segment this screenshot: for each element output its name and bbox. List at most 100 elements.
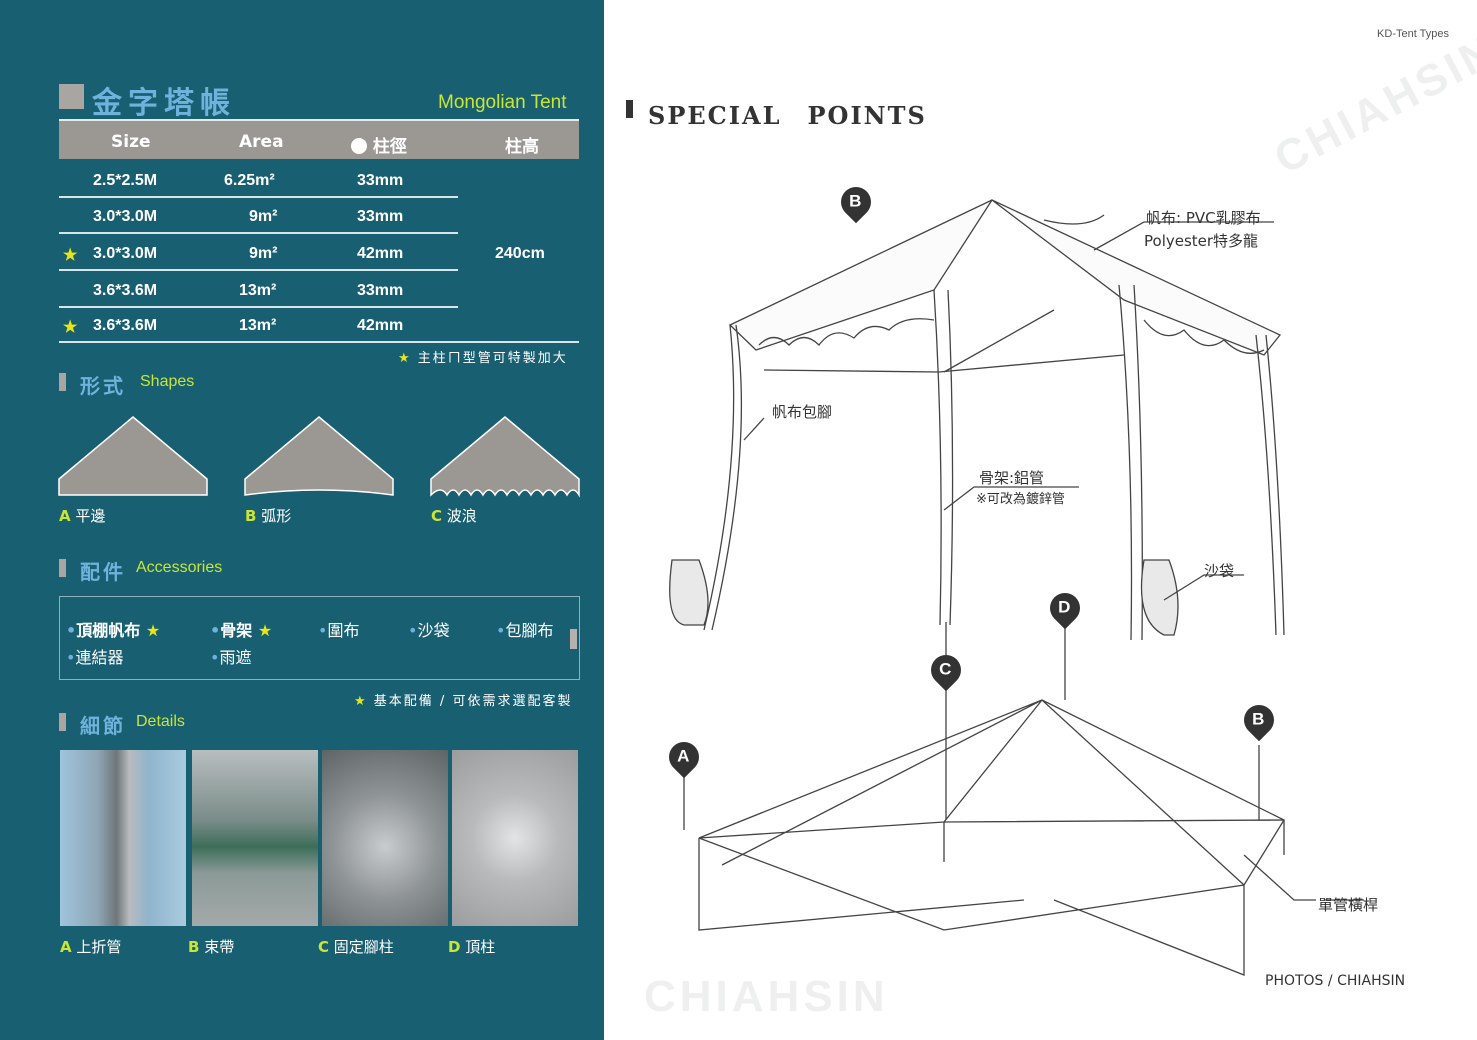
letter: B: [245, 507, 257, 525]
detail-photo-b: [192, 750, 318, 926]
cell-area: 13m²: [239, 282, 277, 299]
detail-label-c: C 固定腳柱: [318, 936, 394, 957]
accessory-item: •雨遮: [210, 648, 252, 667]
cell-size: 3.6*3.6M: [93, 317, 158, 334]
accessories-heading: 配件: [80, 560, 126, 584]
letter: C: [318, 938, 330, 956]
letter: A: [59, 507, 71, 525]
label-skirt: 帆布包腳: [772, 403, 833, 421]
left-panel: 金字塔帳 Mongolian Tent Size Area 柱徑 柱高 2.5*…: [0, 0, 604, 1040]
shape-label-a: A 平邊: [59, 505, 105, 526]
shape-label-b: B 弧形: [245, 505, 291, 526]
label: 沙袋: [417, 621, 450, 640]
shape-wave: [430, 416, 580, 498]
section-marker: [59, 713, 66, 731]
shape-flat: [58, 416, 208, 496]
label-crossbar: 單管橫桿: [1318, 896, 1379, 914]
star-icon: ★: [63, 319, 78, 336]
accessories-note-text: 基本配備 / 可依需求選配客製: [373, 694, 573, 709]
spec-table-header: Size Area 柱徑 柱高: [59, 119, 579, 159]
photo-credit: PHOTOS / CHIAHSIN: [1265, 973, 1406, 989]
table-note-text: 主柱ㄇ型管可特製加大: [417, 351, 568, 366]
label: 平邊: [75, 507, 106, 525]
detail-photo-a: [60, 750, 186, 926]
section-marker: [626, 100, 633, 118]
accessories-heading-en: Accessories: [136, 559, 223, 576]
details-heading: 細節: [80, 714, 126, 738]
label: 頂棚帆布: [76, 621, 141, 640]
cell-size: 2.5*2.5M: [93, 172, 158, 189]
circle-icon: [351, 138, 367, 154]
accessories-box: •頂棚帆布 ★ •骨架 ★ •圍布 •沙袋 •包腳布 •連結器 •雨遮: [59, 596, 580, 680]
accessory-item: •圍布: [318, 621, 360, 640]
scroll-marker: [570, 629, 577, 649]
star-icon: ★: [63, 247, 78, 264]
cell-area: 9m²: [249, 208, 278, 225]
title-marker: [59, 84, 84, 109]
pin-letter: B: [1252, 709, 1265, 729]
accessory-item: •包腳布: [496, 621, 554, 640]
th-size: Size: [111, 132, 151, 152]
page-title: 金字塔帳: [92, 86, 236, 121]
letter: B: [188, 938, 200, 956]
cell-area: 9m²: [249, 245, 278, 262]
pin-letter: B: [849, 191, 862, 211]
tent-drawing: [669, 199, 1285, 641]
label-canvas-material-2: Polyester特多龍: [1144, 232, 1259, 250]
cell-diameter: 42mm: [357, 317, 404, 334]
corner-label: KD-Tent Types: [1377, 28, 1449, 40]
cell-size: 3.6*3.6M: [93, 282, 158, 299]
shape-diagrams: [58, 416, 580, 498]
shape-label-c: C 波浪: [431, 505, 477, 526]
detail-photo-d: [452, 750, 578, 926]
cell-area: 6.25m²: [224, 172, 275, 189]
label: 包腳布: [505, 621, 554, 640]
table-row: ★ 3.6*3.6M 13m² 42mm: [59, 307, 579, 343]
label: 上折管: [76, 938, 122, 956]
label-frame: 骨架:鋁管: [979, 469, 1045, 487]
watermark-text: CHIAHSIN: [644, 972, 889, 1021]
pin-letter: D: [1058, 597, 1071, 617]
right-panel: KD-Tent Types SPECIAL POINTS CHIAHSIN CH…: [604, 0, 1477, 1040]
cell-area: 13m²: [239, 317, 277, 334]
label-canvas-material: 帆布: PVC乳膠布: [1146, 209, 1261, 227]
label: 圍布: [327, 621, 360, 640]
section-marker: [59, 559, 66, 577]
shapes-heading-en: Shapes: [140, 373, 195, 390]
tent-illustrations: [669, 199, 1364, 976]
cell-diameter: 33mm: [357, 208, 404, 225]
detail-label-d: D 頂柱: [448, 936, 495, 957]
label: 弧形: [261, 507, 292, 525]
details-heading-en: Details: [136, 713, 185, 730]
label: 雨遮: [219, 648, 252, 667]
th-area: Area: [239, 132, 284, 152]
star-icon: ★: [257, 621, 273, 640]
accessory-item: •沙袋: [408, 621, 450, 640]
label: 頂柱: [465, 938, 496, 956]
detail-label-b: B 束帶: [188, 936, 234, 957]
frame-drawing: [683, 622, 1364, 976]
cell-size: 3.0*3.0M: [93, 245, 158, 262]
watermark: CHIAHSIN: [644, 972, 889, 1022]
label: 波浪: [446, 507, 477, 525]
letter: A: [60, 938, 72, 956]
star-icon: ★: [145, 621, 161, 640]
detail-label-a: A 上折管: [60, 936, 121, 957]
th-height: 柱高: [505, 137, 539, 157]
letter: D: [448, 938, 461, 956]
letter: C: [431, 507, 443, 525]
th-diameter: 柱徑: [351, 132, 407, 157]
table-row: 3.6*3.6M 13m² 33mm: [59, 272, 458, 308]
cell-size: 3.0*3.0M: [93, 208, 158, 225]
cell-height: 240cm: [495, 245, 545, 262]
label-sandbag: 沙袋: [1204, 562, 1235, 580]
shape-arc: [244, 416, 394, 496]
label: 骨架: [220, 621, 253, 640]
accessory-item: •連結器: [66, 648, 124, 667]
star-icon: ★: [398, 351, 412, 366]
cell-diameter: 33mm: [357, 282, 404, 299]
special-points-title: SPECIAL POINTS: [648, 101, 927, 130]
label: 束帶: [204, 938, 235, 956]
